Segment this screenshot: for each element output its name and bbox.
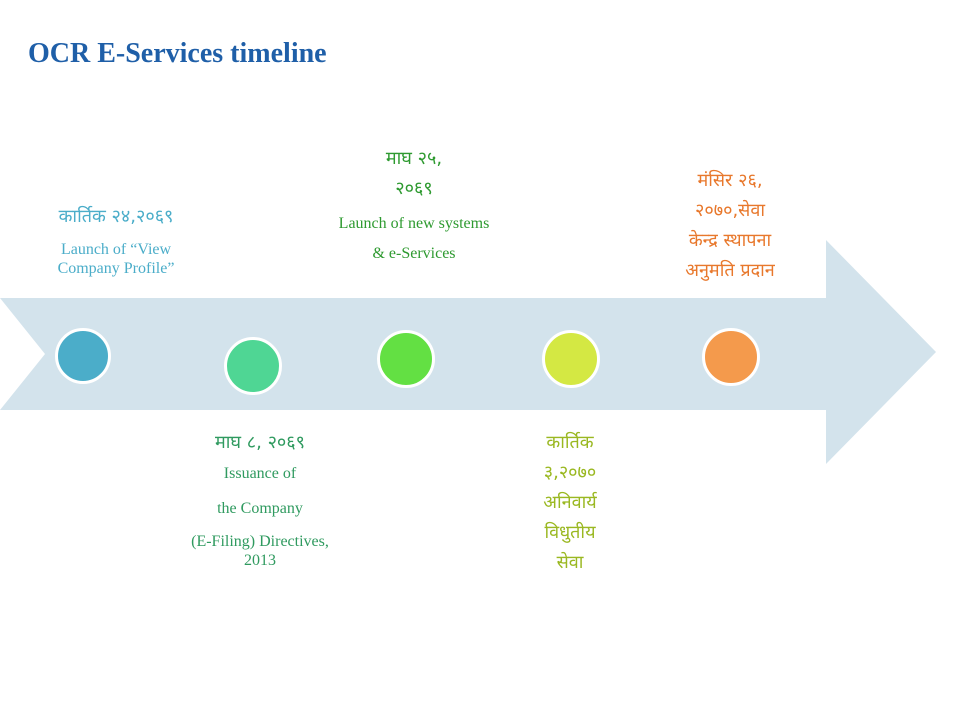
milestone-label-2: माघ ८, २०६९ Issuance of the Company (E-F… — [180, 428, 340, 570]
milestone-2-text-1: Issuance of — [223, 465, 297, 482]
milestone-4-line-4: विधुतीय — [544, 522, 596, 543]
milestone-node-5 — [702, 328, 760, 386]
milestone-3-text-1: Launch of new systems — [338, 215, 490, 232]
milestone-label-4: कार्तिक ३,२०७० अनिवार्य विधुतीय सेवा — [500, 428, 640, 578]
milestone-2-text-3: (E-Filing) Directives, 2013 — [191, 533, 329, 569]
milestone-1-text: Launch of “View Company Profile” — [57, 241, 175, 277]
milestone-node-3 — [377, 330, 435, 388]
milestone-4-line-5: सेवा — [556, 552, 584, 573]
milestone-4-line-3: अनिवार्य — [543, 492, 597, 513]
milestone-1-date: कार्तिक २४,२०६९ — [58, 206, 174, 227]
milestone-3-text-2: & e-Services — [372, 245, 456, 262]
milestone-5-line-2: २०७०,सेवा — [695, 200, 765, 221]
milestone-3-date-1: माघ २५, — [385, 148, 443, 169]
milestone-3-date-2: २०६९ — [395, 178, 433, 199]
milestone-node-1 — [55, 328, 111, 384]
milestone-5-line-4: अनुमति प्रदान — [685, 260, 775, 281]
timeline-arrow-shape — [0, 240, 936, 464]
milestone-2-date: माघ ८, २०६९ — [214, 432, 306, 453]
milestone-5-line-1: मंसिर २६, — [697, 170, 763, 191]
milestone-label-3: माघ २५, २०६९ Launch of new systems & e-S… — [336, 144, 492, 263]
milestone-2-text-2: the Company — [217, 500, 303, 517]
milestone-label-1: कार्तिक २४,२०६९ Launch of “View Company … — [28, 202, 204, 278]
milestone-4-line-2: ३,२०७० — [543, 462, 597, 483]
milestone-node-2 — [224, 337, 282, 395]
milestone-node-4 — [542, 330, 600, 388]
milestone-label-5: मंसिर २६, २०७०,सेवा केन्द्र स्थापना अनुम… — [650, 166, 810, 286]
page-title: OCR E-Services timeline — [28, 38, 327, 69]
milestone-5-line-3: केन्द्र स्थापना — [688, 230, 772, 251]
milestone-4-line-1: कार्तिक — [546, 432, 594, 453]
